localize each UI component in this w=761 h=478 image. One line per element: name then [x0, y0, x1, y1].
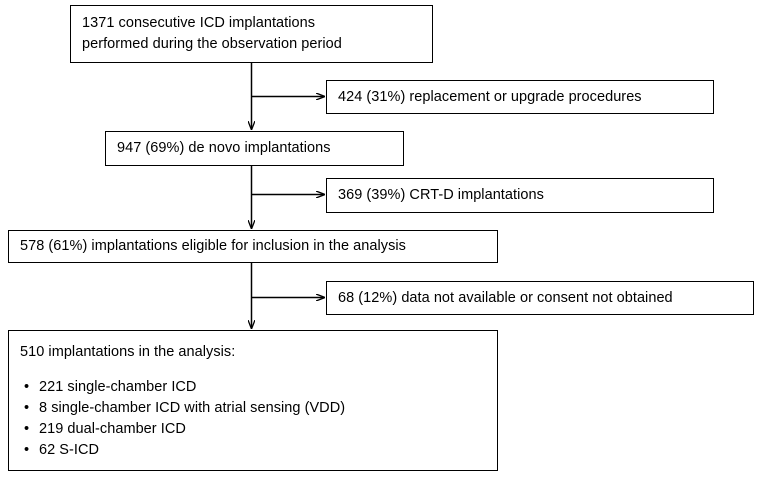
list-item: • 219 dual-chamber ICD	[20, 419, 487, 440]
bullet-icon: •	[24, 378, 30, 395]
list-item-label: 219 dual-chamber ICD	[39, 420, 186, 437]
node-crt-d-implantations: 369 (39%) CRT-D implantations	[326, 178, 714, 213]
node-de-novo-implantations: 947 (69%) de novo implantations	[105, 131, 404, 166]
node-total-implantations: 1371 consecutive ICD implantations perfo…	[70, 5, 433, 63]
node-final-analysis-set: 510 implantations in the analysis: • 221…	[8, 330, 498, 471]
list-item: • 221 single-chamber ICD	[20, 377, 487, 398]
node-crtd-text: 369 (39%) CRT-D implantations	[338, 187, 544, 204]
list-item-label: 221 single-chamber ICD	[39, 378, 197, 395]
list-item: • 8 single-chamber ICD with atrial sensi…	[20, 398, 487, 419]
list-item: • 62 S-ICD	[20, 440, 487, 461]
node-no-data-or-consent: 68 (12%) data not available or consent n…	[326, 281, 754, 315]
list-item-label: 8 single-chamber ICD with atrial sensing…	[39, 399, 346, 416]
bullet-icon: •	[24, 442, 30, 459]
list-item-label: 62 S-ICD	[39, 442, 100, 459]
node-total-line-1: 1371 consecutive ICD implantations	[82, 15, 316, 32]
node-analysis-heading: 510 implantations in the analysis:	[20, 344, 236, 360]
node-denovo-text: 947 (69%) de novo implantations	[117, 140, 331, 157]
node-replacement-text: 424 (31%) replacement or upgrade procedu…	[338, 88, 642, 105]
node-total-line-2: performed during the observation period	[82, 36, 342, 52]
node-replacement-upgrade: 424 (31%) replacement or upgrade procedu…	[326, 80, 714, 114]
bullet-icon: •	[24, 420, 30, 437]
bullet-icon: •	[24, 399, 30, 416]
node-nodata-text: 68 (12%) data not available or consent n…	[338, 289, 673, 306]
node-eligible-for-inclusion: 578 (61%) implantations eligible for inc…	[8, 230, 498, 263]
analysis-breakdown-list: • 221 single-chamber ICD • 8 single-cham…	[20, 377, 487, 462]
node-eligible-text: 578 (61%) implantations eligible for inc…	[20, 238, 406, 255]
